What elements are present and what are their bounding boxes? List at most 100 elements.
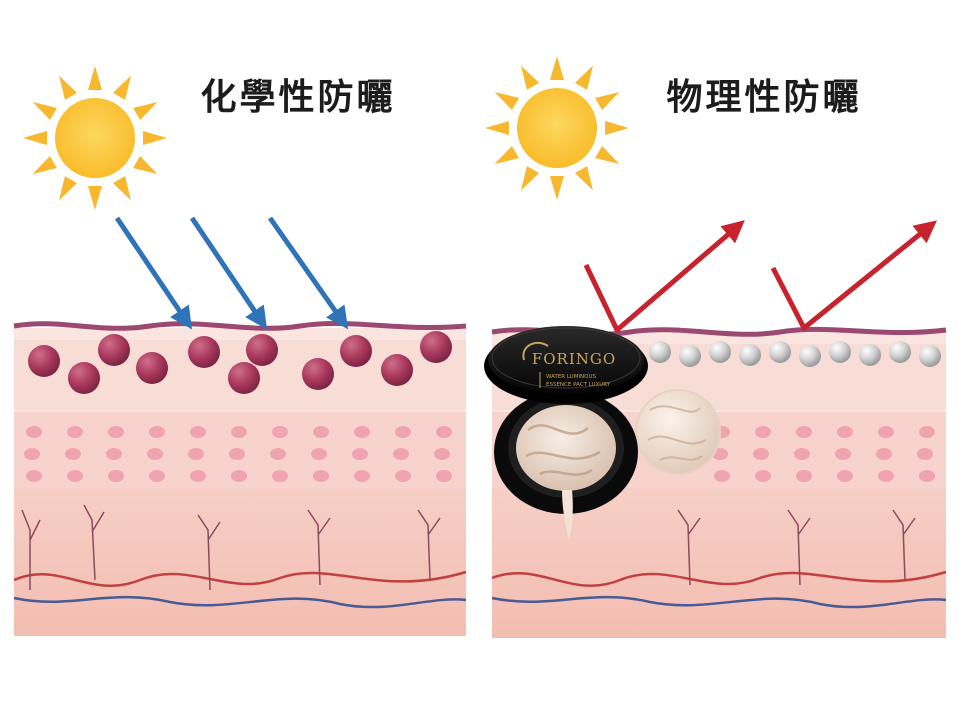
- skin-cell-dot: [919, 470, 935, 482]
- sun-ray: [521, 166, 540, 191]
- skin-cell-dot: [835, 448, 851, 460]
- sun-ray: [88, 186, 102, 210]
- skin-cell-dot: [436, 470, 452, 482]
- skin-cell-dot: [313, 470, 329, 482]
- skin-cell-dot: [108, 470, 124, 482]
- capillaries-right: [491, 509, 947, 609]
- sun-ray: [32, 102, 57, 121]
- cushion-compact-product: FORINGO WATER LUMINOUS ESSENCE PACT LUXU…: [484, 326, 721, 540]
- skin-cell-dot: [190, 426, 206, 438]
- chemical-sunscreen-title: 化學性防曬: [200, 77, 396, 118]
- sun-ray: [605, 121, 629, 135]
- skin-cell-dot: [149, 470, 165, 482]
- uv-arrow-3: [267, 216, 349, 330]
- sun-ray: [574, 166, 593, 191]
- skin-cell-dot: [67, 426, 83, 438]
- skin-cell-dot: [878, 426, 894, 438]
- skin-surface-line-left: [13, 320, 467, 331]
- sun-icon-right: [485, 56, 629, 200]
- skin-cell-dot: [434, 448, 450, 460]
- loose-foundation-puck: [635, 389, 721, 475]
- skin-cell-dot: [354, 470, 370, 482]
- skin-cell-dot: [147, 448, 163, 460]
- skin-cell-dot: [231, 470, 247, 482]
- sun-ray: [133, 155, 158, 174]
- sun-ray: [32, 155, 57, 174]
- reflect-arrow-1: [583, 220, 745, 333]
- reflect-arrow-2: [770, 220, 937, 331]
- skin-cell-dot: [796, 470, 812, 482]
- physical-sunscreen-title: 物理性防曬: [666, 77, 862, 118]
- product-subtitle-line2: ESSENCE PACT LUXURY: [546, 382, 611, 388]
- chemical-filter-particles: [28, 331, 452, 394]
- skin-cell-dot: [352, 448, 368, 460]
- skin-cell-dot: [714, 470, 730, 482]
- skin-cell-dot: [919, 426, 935, 438]
- skin-cell-dot: [149, 426, 165, 438]
- sun-ray: [521, 65, 540, 90]
- skin-cell-dot: [395, 426, 411, 438]
- skin-cell-dot: [796, 426, 812, 438]
- sun-ray: [494, 92, 519, 111]
- sun-ray: [550, 176, 564, 200]
- chemical-panel: [13, 66, 467, 636]
- skin-cell-dot: [837, 470, 853, 482]
- sun-ray: [88, 66, 102, 90]
- skin-cell-dot: [26, 426, 42, 438]
- skin-cell-dot: [272, 470, 288, 482]
- skin-cell-dot: [753, 448, 769, 460]
- sun-ray: [59, 75, 78, 100]
- uv-arrow-1: [114, 216, 193, 330]
- skin-cell-dot: [755, 426, 771, 438]
- cell-dots-left: [24, 426, 452, 482]
- sun-ray: [143, 131, 167, 145]
- brand-name: FORINGO: [532, 350, 616, 368]
- capillaries-left: [13, 504, 467, 609]
- skin-cell-dot: [876, 448, 892, 460]
- skin-cell-dot: [311, 448, 327, 460]
- skin-cell-dot: [393, 448, 409, 460]
- skin-cell-dot: [67, 470, 83, 482]
- skin-cell-dot: [24, 448, 40, 460]
- cream-drip: [562, 490, 573, 540]
- skin-cell-dot: [106, 448, 122, 460]
- sun-icon-left: [23, 66, 167, 210]
- uv-arrow-2: [189, 216, 268, 330]
- skin-cell-dot: [108, 426, 124, 438]
- skin-cell-dot: [188, 448, 204, 460]
- uv-arrows-absorbed: [114, 216, 349, 330]
- skin-cell-dot: [395, 470, 411, 482]
- skin-cell-dot: [26, 470, 42, 482]
- sun-ray: [485, 121, 509, 135]
- skin-cell-dot: [755, 470, 771, 482]
- skin-cell-dot: [436, 426, 452, 438]
- sun-ray: [595, 92, 620, 111]
- sun-ray: [574, 65, 593, 90]
- skin-cell-dot: [878, 470, 894, 482]
- uv-arrows-reflected: [583, 220, 937, 333]
- skin-cell-dot: [231, 426, 247, 438]
- skin-cell-dot: [917, 448, 933, 460]
- mineral-filter-particles: [649, 341, 941, 367]
- compact-lid: FORINGO WATER LUMINOUS ESSENCE PACT LUXU…: [484, 326, 648, 404]
- sun-ray: [494, 145, 519, 164]
- sun-ray: [595, 145, 620, 164]
- skin-cell-dot: [794, 448, 810, 460]
- physical-panel: FORINGO WATER LUMINOUS ESSENCE PACT LUXU…: [484, 56, 947, 638]
- skin-cell-dot: [313, 426, 329, 438]
- cell-dots-right: [712, 426, 935, 482]
- skin-cell-dot: [272, 426, 288, 438]
- sun-ray: [112, 176, 131, 201]
- skin-cell-dot: [190, 470, 206, 482]
- skin-cell-dot: [354, 426, 370, 438]
- skin-cell-dot: [229, 448, 245, 460]
- compact-base: [494, 390, 638, 540]
- sun-ray: [112, 75, 131, 100]
- sun-ray: [23, 131, 47, 145]
- skin-cell-dot: [837, 426, 853, 438]
- sun-ray: [133, 102, 158, 121]
- sun-ray: [59, 176, 78, 201]
- skin-cell-dot: [270, 448, 286, 460]
